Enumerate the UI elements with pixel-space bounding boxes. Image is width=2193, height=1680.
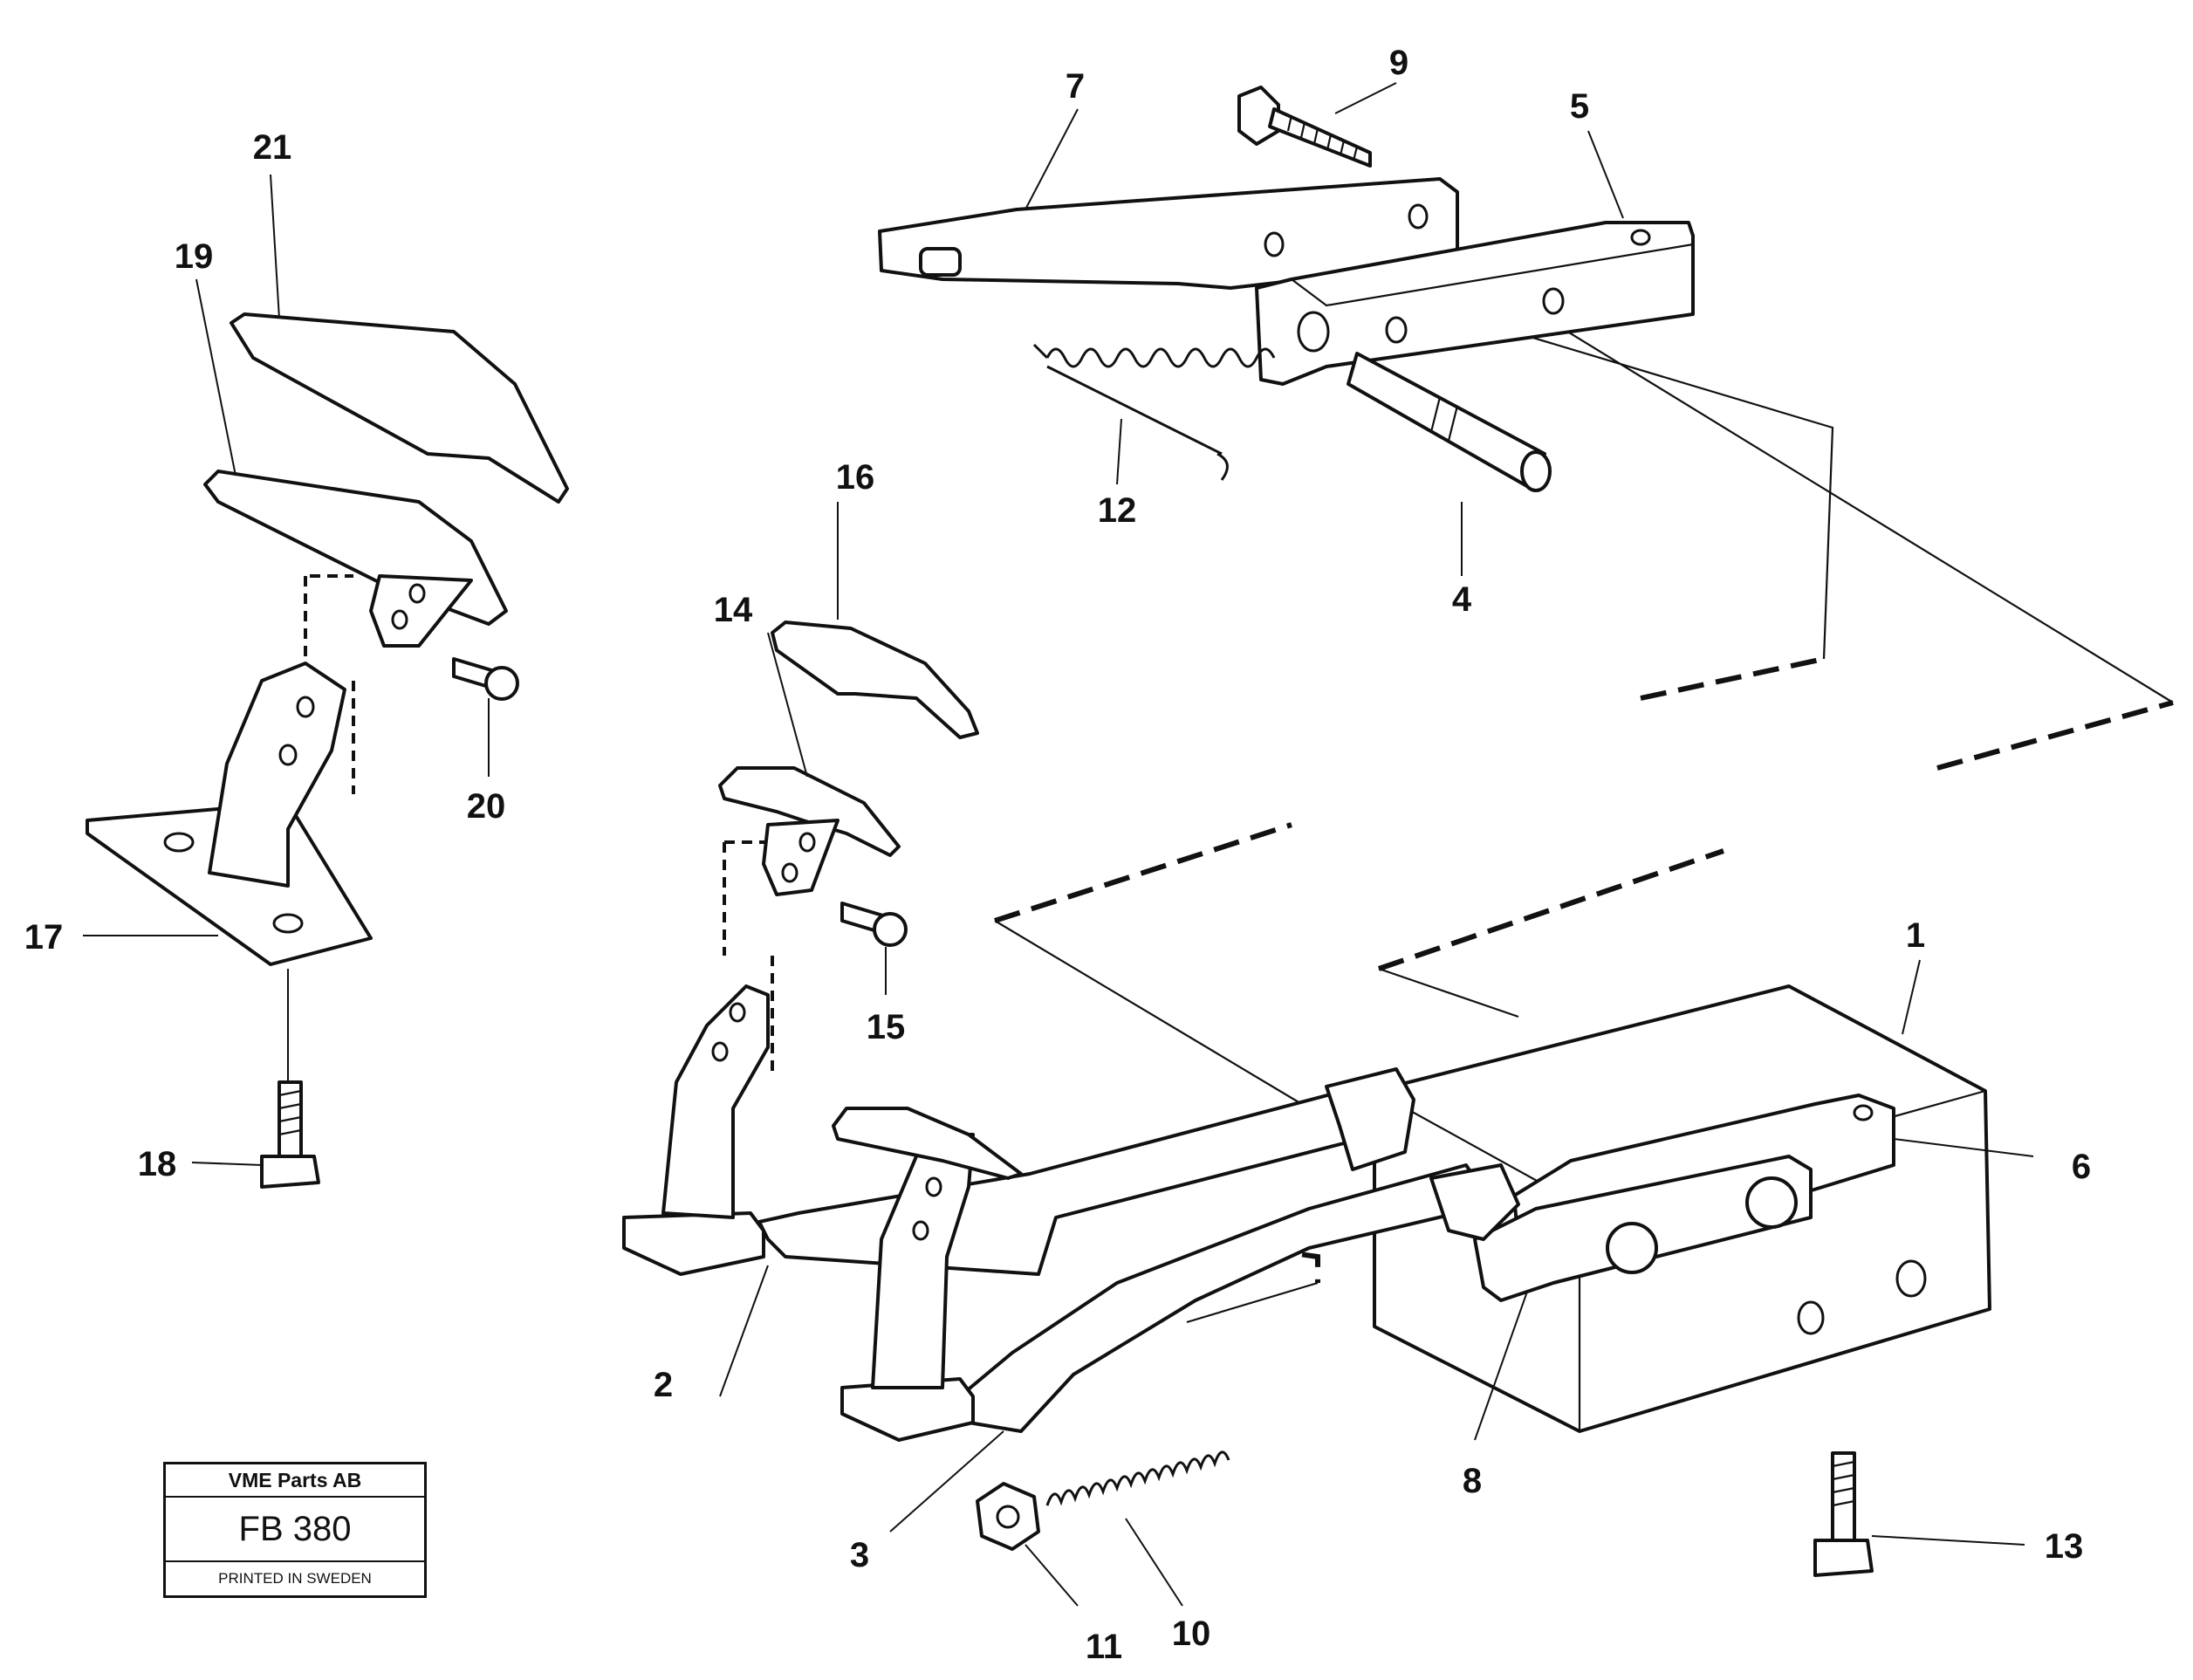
part-3-pedal-arm: [832, 1067, 1520, 1442]
callout-15: 15: [867, 1008, 906, 1046]
part-21-pad: [230, 312, 569, 504]
part-12-spring: [1032, 343, 1276, 481]
part-15-screw: [840, 902, 908, 947]
part-18-bolt: [260, 1080, 320, 1189]
callout-16: 16: [836, 458, 875, 497]
part-11-nut: [976, 1482, 1040, 1551]
callout-6: 6: [2072, 1148, 2091, 1186]
leader-lines: [83, 82, 2034, 1607]
part-9-bolt: [1237, 86, 1372, 168]
callout-13: 13: [2045, 1527, 2084, 1566]
callout-17: 17: [24, 918, 64, 957]
part-13-bolt: [1813, 1451, 1874, 1577]
stamp-company: VME Parts AB: [166, 1464, 424, 1498]
stamp-code: FB 380: [166, 1498, 424, 1562]
callout-5: 5: [1570, 87, 1589, 126]
part-16-pad: [771, 621, 979, 739]
guide-lines: [304, 295, 2174, 1324]
part-7-plate: [878, 177, 1459, 290]
callout-11: 11: [1086, 1628, 1122, 1666]
callout-21: 21: [253, 128, 292, 167]
callouts: 1 2 3 4 5 6 7 8 9 10 11 12 13 14 15 16 1…: [24, 44, 2091, 1666]
part-4-shaft: [1347, 352, 1552, 492]
callout-2: 2: [654, 1366, 673, 1404]
part-8-lever: [1473, 1155, 1813, 1302]
title-stamp: VME Parts AB FB 380 PRINTED IN SWEDEN: [163, 1462, 427, 1598]
callout-14: 14: [714, 591, 753, 629]
callout-3: 3: [850, 1536, 869, 1574]
callout-12: 12: [1098, 491, 1137, 530]
part-14-pad: [718, 766, 901, 896]
part-20-screw: [452, 657, 519, 701]
part-10-spring: [1045, 1450, 1230, 1506]
callout-1: 1: [1906, 916, 1925, 955]
callout-7: 7: [1066, 67, 1085, 106]
callout-4: 4: [1452, 580, 1472, 619]
part-19-pad: [203, 470, 508, 648]
callout-10: 10: [1172, 1615, 1211, 1653]
stamp-note: PRINTED IN SWEDEN: [218, 1570, 372, 1587]
callout-18: 18: [138, 1145, 177, 1183]
part-17-base: [86, 662, 373, 966]
callout-19: 19: [175, 237, 214, 276]
callout-8: 8: [1463, 1462, 1482, 1500]
part-5-bracket: [1255, 221, 1695, 386]
callout-9: 9: [1389, 44, 1408, 82]
callout-20: 20: [467, 787, 506, 826]
